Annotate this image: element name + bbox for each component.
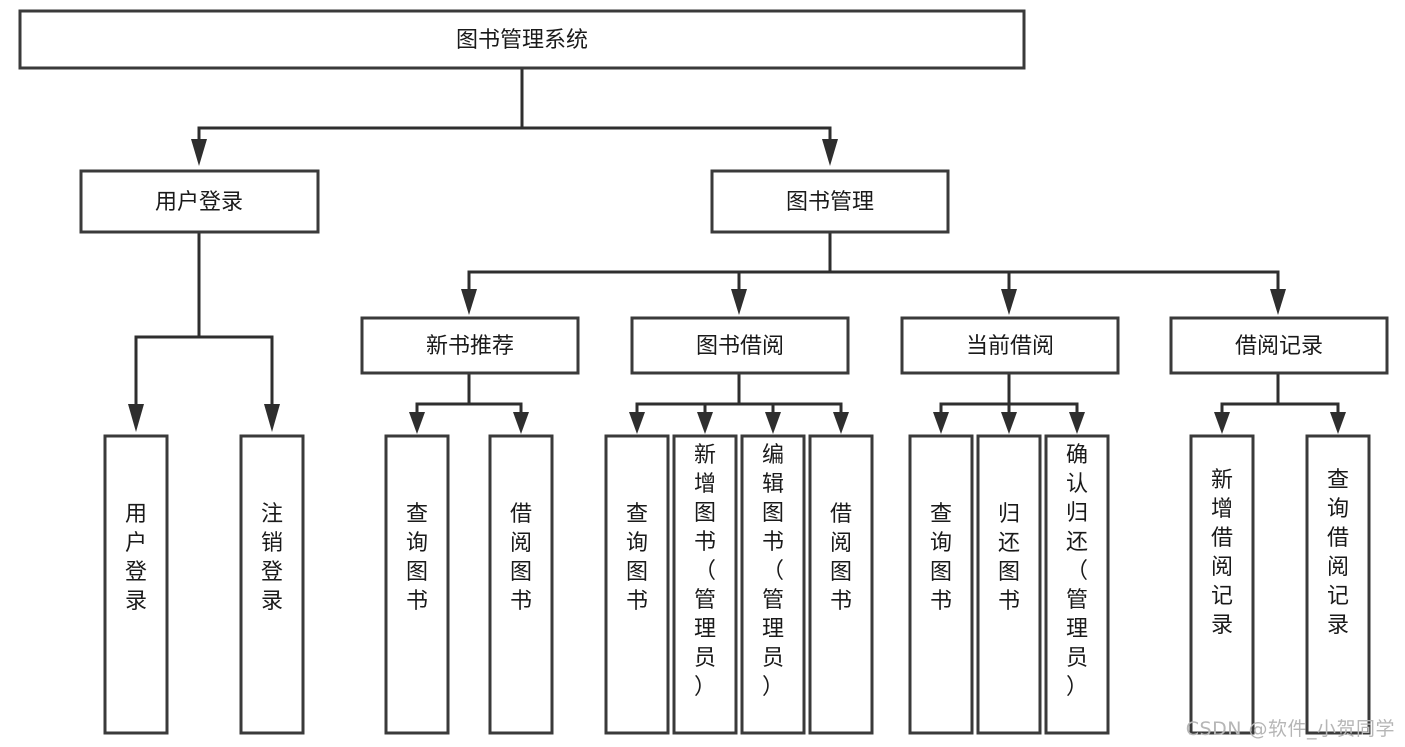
node-new-book-recommend[interactable]: 新书推荐	[360, 316, 580, 375]
arrowhead-bw-leaf-4	[833, 412, 849, 434]
node-current-borrow-label: 当前借阅	[966, 334, 1054, 359]
node-borrow-record-box	[1169, 316, 1389, 375]
arrowhead-book-mgmt	[822, 139, 838, 166]
leaf-edit-book-admin-label: 编辑图书（管理员）	[762, 443, 784, 700]
leaf-add-borrow-record-box	[1189, 434, 1255, 735]
leaf-user-login-box	[103, 434, 169, 735]
leaf-query-book-bw-label: 查询图书	[626, 502, 648, 614]
leaf-node-return-book[interactable]: 归还图书	[976, 434, 1042, 735]
leaf-logout-box	[239, 434, 305, 735]
arrowhead-borrow	[731, 289, 747, 315]
leaf-query-book-cur-label: 查询图书	[930, 502, 952, 614]
leaf-add-book-admin-label: 新增图书（管理员）	[694, 443, 716, 700]
leaf-node-edit-book-admin[interactable]: 编辑图书（管理员）	[740, 434, 806, 735]
node-book-management[interactable]: 图书管理	[710, 169, 950, 234]
leaf-query-book-nb-box	[384, 434, 450, 735]
arrowhead-rec-leaf-1	[1214, 412, 1230, 434]
csdn-watermark: CSDN @软件_小贺同学	[1185, 718, 1395, 740]
node-current-borrow[interactable]: 当前借阅	[900, 316, 1120, 375]
node-new-book-recommend-label: 新书推荐	[426, 334, 514, 359]
node-new-book-recommend-box	[360, 316, 580, 375]
node-root-box	[18, 9, 1026, 70]
node-current-borrow-box	[900, 316, 1120, 375]
node-root-system[interactable]: 图书管理系统	[18, 9, 1026, 70]
leaf-node-confirm-return-admin[interactable]: 确认归还（管理员）	[1044, 434, 1110, 735]
leaf-query-book-cur-box	[908, 434, 974, 735]
node-root-label: 图书管理系统	[456, 28, 588, 53]
node-book-borrow[interactable]: 图书借阅	[630, 316, 850, 375]
leaf-query-book-nb-label: 查询图书	[406, 502, 428, 614]
node-book-borrow-label: 图书借阅	[696, 334, 784, 359]
node-book-management-label: 图书管理	[786, 190, 874, 215]
leaf-borrow-book-bw-box	[808, 434, 874, 735]
leaf-add-book-admin-box	[672, 434, 738, 735]
node-borrow-record-label: 借阅记录	[1235, 334, 1323, 359]
leaf-confirm-return-admin-label: 确认归还（管理员）	[1066, 443, 1088, 700]
leaf-borrow-book-nb-box	[488, 434, 554, 735]
leaf-add-borrow-record-label: 新增借阅记录	[1211, 468, 1233, 638]
leaf-node-query-book-newbook[interactable]: 查询图书	[384, 434, 450, 735]
arrowhead-new-book	[461, 289, 477, 315]
arrowhead-user-login	[191, 139, 207, 166]
edge-group-root-to-level2	[191, 66, 838, 166]
leaf-node-add-book-admin[interactable]: 新增图书（管理员）	[672, 434, 738, 735]
node-user-login[interactable]: 用户登录	[79, 169, 320, 234]
leaf-edit-book-admin-box	[740, 434, 806, 735]
arrowhead-nb-leaf-1	[409, 412, 425, 434]
leaf-node-borrow-book-newbook[interactable]: 借阅图书	[488, 434, 554, 735]
leaf-node-user-login[interactable]: 用户登录	[103, 434, 169, 735]
leaf-return-book-box	[976, 434, 1042, 735]
leaf-return-book-label: 归还图书	[998, 502, 1020, 614]
leaf-confirm-return-admin-box	[1044, 434, 1110, 735]
edge-group-record-to-leaves	[1214, 371, 1346, 434]
arrowhead-bw-leaf-2	[697, 412, 713, 434]
arrowhead-leaf-logout	[264, 404, 280, 432]
leaf-logout-label: 注销登录	[261, 502, 283, 614]
leaf-node-add-borrow-record[interactable]: 新增借阅记录	[1189, 434, 1255, 735]
leaf-node-logout[interactable]: 注销登录	[239, 434, 305, 735]
node-book-borrow-box	[630, 316, 850, 375]
arrowhead-nb-leaf-2	[513, 412, 529, 434]
node-user-login-label: 用户登录	[155, 190, 243, 215]
leaf-node-query-book-current[interactable]: 查询图书	[908, 434, 974, 735]
leaf-node-query-book-borrow[interactable]: 查询图书	[604, 434, 670, 735]
arrowhead-current	[1001, 289, 1017, 315]
arrowhead-bw-leaf-1	[629, 412, 645, 434]
edge-group-current-to-leaves	[933, 371, 1085, 434]
node-user-login-box	[79, 169, 320, 234]
node-borrow-record[interactable]: 借阅记录	[1169, 316, 1389, 375]
edge-group-userlogin-to-leaves	[128, 230, 280, 432]
arrowhead-cur-leaf-2	[1001, 412, 1017, 434]
arrowhead-rec-leaf-2	[1330, 412, 1346, 434]
leaf-borrow-book-nb-label: 借阅图书	[510, 502, 532, 614]
leaf-node-query-borrow-record[interactable]: 查询借阅记录	[1305, 434, 1371, 735]
edge-group-bookmgmt-to-level3	[461, 230, 1286, 315]
leaf-query-borrow-record-label: 查询借阅记录	[1327, 468, 1349, 638]
edge-group-newbook-to-leaves	[409, 371, 529, 434]
arrowhead-bw-leaf-3	[765, 412, 781, 434]
node-book-management-box	[710, 169, 950, 234]
leaf-user-login-label: 用户登录	[125, 502, 147, 614]
arrowhead-cur-leaf-3	[1069, 412, 1085, 434]
leaf-query-book-bw-box	[604, 434, 670, 735]
arrowhead-record	[1270, 289, 1286, 315]
arrowhead-cur-leaf-1	[933, 412, 949, 434]
arrowhead-leaf-user-login	[128, 404, 144, 432]
edge-group-borrow-to-leaves	[629, 371, 849, 434]
leaf-node-borrow-book-bw[interactable]: 借阅图书	[808, 434, 874, 735]
leaf-borrow-book-bw-label: 借阅图书	[830, 502, 852, 614]
leaf-query-borrow-record-box	[1305, 434, 1371, 735]
